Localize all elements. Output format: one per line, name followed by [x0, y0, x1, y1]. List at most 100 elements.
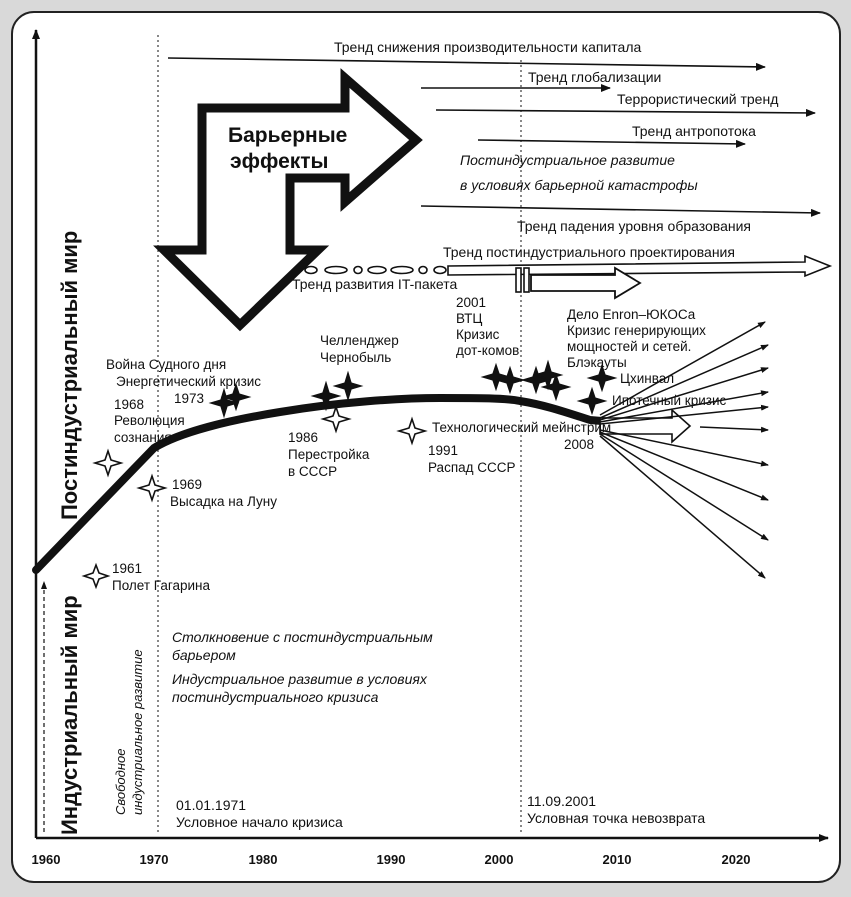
event-year: 1973 — [174, 391, 204, 406]
star-icon — [310, 380, 342, 412]
phase-notes: Столкновение с постиндустриальным барьер… — [172, 629, 433, 705]
it-arrow — [530, 266, 642, 300]
event-label: Война Судного дня — [106, 357, 226, 372]
trend-arrow — [167, 57, 766, 71]
x-tick-label: 1990 — [377, 852, 406, 867]
it-dash — [353, 265, 363, 275]
event-year: 1969 — [172, 477, 202, 492]
event-label: дот-комов — [456, 343, 519, 358]
event-year: 1968 — [114, 397, 144, 412]
postindustrial-design-arrow — [447, 254, 833, 278]
x-tick-label: 2000 — [485, 852, 514, 867]
trend-label: Тренд снижения производительности капита… — [334, 39, 642, 55]
star-icon — [92, 448, 124, 478]
future-arrow — [599, 435, 766, 579]
noreturn-label: Условная точка невозврата — [527, 810, 705, 826]
mainstream-label: Технологический мейнстрим — [432, 420, 611, 435]
event-label: Чернобыль — [320, 350, 391, 365]
star-icon — [396, 416, 428, 446]
y-axis-label-postindustrial: Постиндустриальный мир — [57, 231, 82, 520]
future-arrow — [599, 321, 766, 416]
x-tick-label: 2020 — [722, 852, 751, 867]
star-icon — [494, 365, 526, 395]
it-dash — [367, 265, 387, 275]
star-icon — [480, 362, 512, 392]
barrier-effects-arrow — [153, 68, 423, 332]
postindustrial-note: в условиях барьерной катастрофы — [460, 177, 698, 193]
event-labels: 1961 Полет Гагарина 1968 Революция созна… — [106, 295, 726, 593]
main-trajectory — [32, 394, 664, 574]
it-dash — [418, 265, 428, 275]
x-tick-label: 1980 — [249, 852, 278, 867]
star-icon — [540, 372, 572, 402]
event-label: в СССР — [288, 464, 337, 479]
trend-label: Тренд постиндустриального проектирования — [443, 244, 735, 260]
free-development-label: индустриальное развитие — [130, 649, 145, 815]
future-arrow — [599, 344, 769, 419]
event-year: 1986 — [288, 430, 318, 445]
event-label: Ипотечный кризис — [612, 393, 726, 408]
trend-label: Тренд антропотока — [632, 123, 756, 139]
event-label: ВТЦ — [456, 311, 482, 326]
collision-note: Столкновение с постиндустриальным — [172, 629, 433, 645]
event-label: Энергетический кризис — [116, 374, 261, 389]
barrier-effects-label: Барьерные — [228, 124, 347, 147]
star-icon — [332, 370, 364, 402]
future-arrow — [599, 429, 769, 467]
future-arrow — [599, 404, 769, 425]
trend-label: Террористический тренд — [617, 91, 778, 107]
trend-arrow — [435, 108, 816, 117]
event-label: Цхинвал — [620, 371, 674, 386]
it-dash — [324, 265, 348, 275]
it-trend-group: Тренд развития IT-пакета — [292, 254, 833, 300]
trend-arrow — [420, 205, 821, 217]
postindustrial-note: Постиндустриальное развитие — [460, 152, 675, 168]
event-label: Полет Гагарина — [112, 578, 210, 593]
future-arrow — [599, 431, 769, 501]
event-label: Революция — [114, 413, 185, 428]
trend-label: Тренд падения уровня образования — [517, 218, 751, 234]
collision-note: барьером — [172, 647, 236, 663]
crisis-date: 01.01.1971 — [176, 797, 246, 813]
it-dash — [390, 265, 414, 275]
event-label: Дело Enron–ЮКОСа — [567, 307, 696, 322]
it-dash — [304, 265, 318, 275]
star-icon — [136, 473, 168, 503]
x-tick-label: 1960 — [32, 852, 61, 867]
star-icon — [586, 363, 618, 393]
trend-label: Тренд глобализации — [528, 69, 661, 85]
event-year: 1961 — [112, 561, 142, 576]
trend-arrows: Тренд снижения производительности капита… — [167, 39, 821, 260]
date-markers: 01.01.1971 Условное начало кризиса 11.09… — [176, 793, 705, 830]
crisis-label: Условное начало кризиса — [176, 814, 343, 830]
event-label: Кризис генерирующих — [567, 323, 706, 338]
x-tick-label: 1970 — [140, 852, 169, 867]
event-label: Блэкауты — [567, 355, 627, 370]
it-bar — [515, 267, 522, 293]
star-icon — [576, 386, 608, 416]
event-label: Челленджер — [320, 333, 399, 348]
x-tick-label: 2010 — [603, 852, 632, 867]
future-arrow — [599, 433, 769, 541]
star-icon — [320, 404, 352, 434]
event-label: мощностей и сетей. — [567, 339, 691, 354]
star-icon — [220, 382, 252, 412]
event-label: Высадка на Луну — [170, 494, 277, 509]
star-icon — [520, 365, 552, 395]
star-icon — [81, 562, 111, 590]
event-year: 2001 — [456, 295, 486, 310]
future-fan — [599, 321, 769, 579]
future-arrow — [699, 426, 769, 433]
it-dash — [433, 265, 447, 275]
event-year: 1991 — [428, 443, 458, 458]
event-stars — [81, 359, 618, 590]
star-icon — [208, 387, 240, 419]
y-axis-label-industrial: Индустриальный мир — [57, 595, 82, 835]
trend-arrow — [477, 139, 746, 148]
event-year: 2008 — [564, 437, 594, 452]
industrial-note: Индустриальное развитие в условиях — [172, 671, 428, 687]
noreturn-date: 11.09.2001 — [527, 793, 596, 809]
event-label: Распад СССР — [428, 460, 516, 475]
industrial-note: постиндустриального кризиса — [172, 689, 379, 705]
